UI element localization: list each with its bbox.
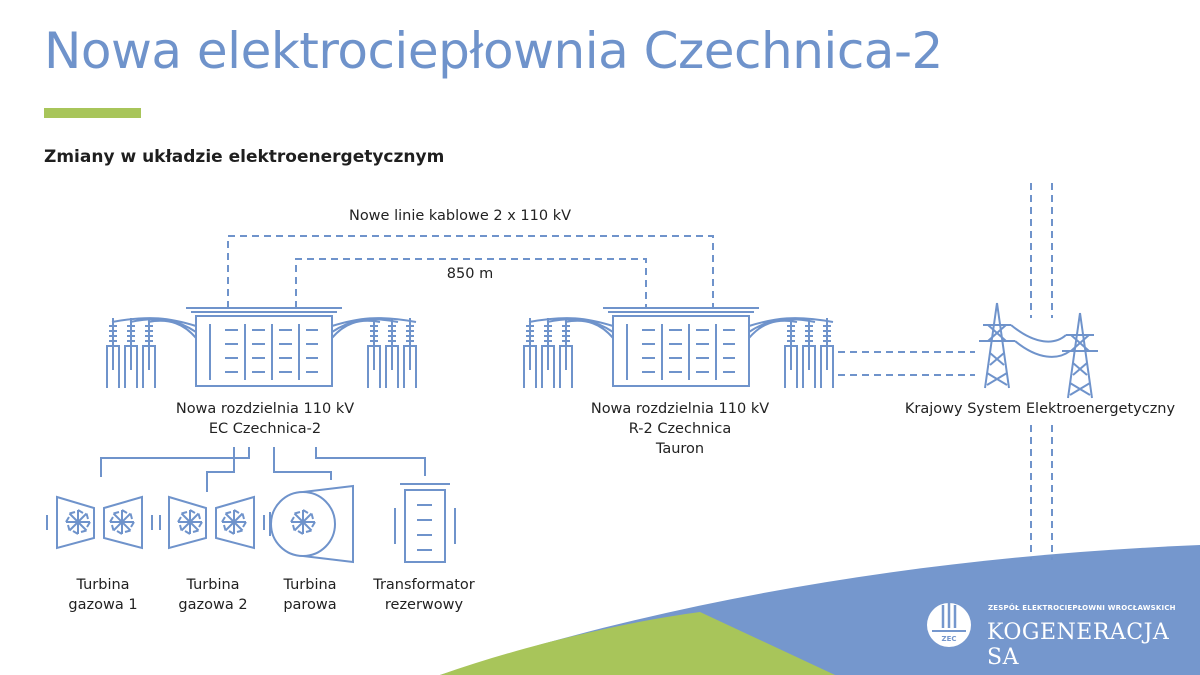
gas-turbine-2-fan-a [177, 509, 203, 535]
substation-r2-label: Nowa rozdzielnia 110 kV R-2 Czechnica Ta… [575, 399, 785, 459]
zec-logo-icon: ZEC [927, 603, 971, 647]
substation-r2-icon [528, 307, 834, 387]
title-underline [44, 108, 141, 118]
grid-label: Krajowy System Elektroenergetyczny [904, 401, 1176, 417]
unit-label-line2: rezerwowy [384, 597, 464, 613]
logo-badge-text: ZEC [942, 635, 957, 643]
unit-label-reserve-transformer: Transformator rezerwowy [360, 575, 488, 615]
unit-label-line2: parowa [283, 597, 337, 613]
tower-wires [1010, 324, 1071, 358]
steam-turbine-fan [290, 509, 316, 535]
unit-label-line1: Turbina [283, 577, 337, 593]
r2-right-insulators [784, 317, 834, 389]
subtitle: Zmiany w układzie elektroenergetycznym [44, 147, 445, 167]
background-wedge-green [440, 612, 835, 675]
grid-tower-left [978, 302, 1016, 389]
substation-ec-icon [111, 307, 417, 387]
unit-label-line1: Turbina [76, 577, 130, 593]
feeder-lines [100, 447, 426, 492]
distance-label: 850 m [446, 266, 494, 282]
unit-label-line2: gazowa 2 [178, 597, 248, 613]
gas-turbine-2-fan-b [221, 509, 247, 535]
unit-label-line2: gazowa 1 [68, 597, 138, 613]
unit-label-gas-turbine-1: Turbina gazowa 1 [48, 575, 158, 615]
ec-left-insulators [106, 317, 156, 389]
unit-label-steam-turbine: Turbina parowa [260, 575, 360, 615]
substation-r2-line1: Nowa rozdzielnia 110 kV [590, 401, 770, 417]
ec-right-insulators [367, 317, 417, 389]
unit-label-line1: Turbina [186, 577, 240, 593]
substation-ec-line2: EC Czechnica-2 [208, 421, 322, 437]
substation-ec-line1: Nowa rozdzielnia 110 kV [175, 401, 355, 417]
gas-turbine-1-icon [46, 495, 153, 550]
unit-label-gas-turbine-2: Turbina gazowa 2 [158, 575, 268, 615]
steam-turbine-icon [269, 484, 354, 564]
logo-org-line: ZESPÓŁ ELEKTROCIEPŁOWNI WROCŁAWSKICH [988, 604, 1176, 612]
cable-route-inner [295, 258, 647, 308]
substation-ec-label: Nowa rozdzielnia 110 kV EC Czechnica-2 [160, 399, 370, 439]
substation-r2-line2: R-2 Czechnica [628, 421, 732, 437]
reserve-transformer-icon [394, 483, 456, 563]
grid-tower-right [1061, 312, 1099, 399]
unit-label-line1: Transformator [373, 577, 475, 593]
gas-turbine-2-icon [159, 495, 265, 550]
page-title: Nowa elektrociepłownia Czechnica-2 [44, 22, 943, 80]
r2-left-insulators [523, 317, 573, 389]
gas-turbine-1-fan-a [65, 509, 91, 535]
cable-label: Nowe linie kablowe 2 x 110 kV [348, 208, 572, 224]
substation-r2-line3: Tauron [655, 441, 705, 457]
cable-route-outer [227, 235, 714, 308]
logo-brand: KOGENERACJA SA [987, 620, 1170, 670]
gas-turbine-1-fan-b [109, 509, 135, 535]
